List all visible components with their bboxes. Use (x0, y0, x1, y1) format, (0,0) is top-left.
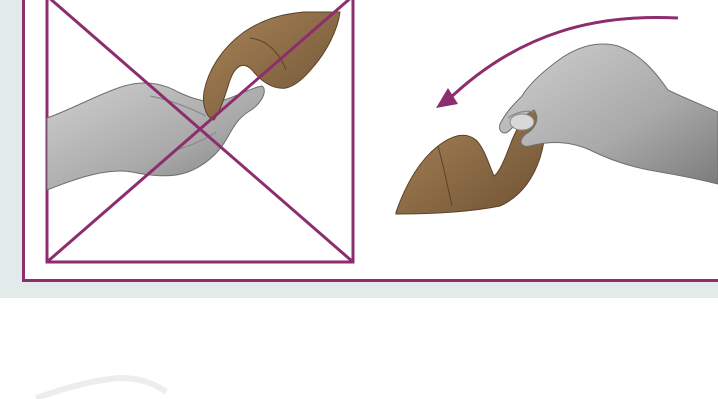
cardboard-fold (249, 37, 287, 71)
cardboard-fold (437, 145, 453, 207)
curved-arrow (444, 15, 679, 104)
cross-line (46, 0, 351, 264)
fingertip (509, 113, 535, 131)
arrow-head (436, 88, 458, 108)
scan-remnant (35, 374, 168, 399)
palm-crease (149, 95, 207, 117)
finger-crease (507, 110, 535, 119)
held-cardboard (395, 105, 546, 215)
pinching-hand (499, 43, 718, 185)
correct-figure (395, 15, 718, 215)
incorrect-figure (45, 0, 355, 264)
palm-crease (175, 131, 217, 151)
